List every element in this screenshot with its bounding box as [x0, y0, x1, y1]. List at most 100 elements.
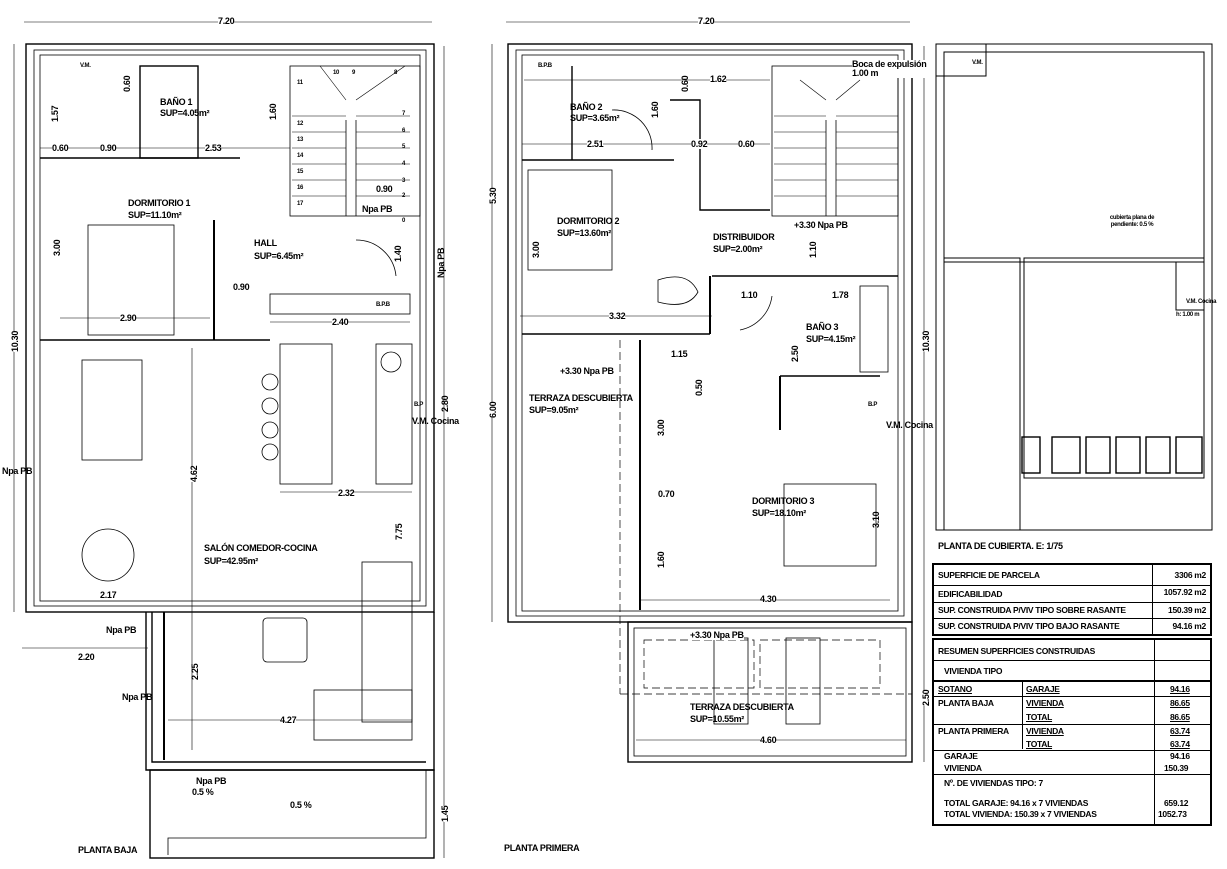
stair-step: 4: [402, 161, 406, 167]
dimension-label: 1.45: [440, 805, 450, 822]
dimension-label: 0.90: [233, 282, 250, 292]
dimension-label: 2.50: [921, 689, 931, 706]
room-area: SUP=9.05m²: [529, 405, 579, 415]
room-area: SUP=2.00m²: [713, 244, 763, 254]
row-use: TOTAL: [1026, 712, 1053, 722]
room-area: SUP=10.55m²: [690, 714, 744, 724]
row-use: GARAJE: [1026, 684, 1060, 694]
dimension-label: 1.60: [650, 101, 660, 118]
fixture-label: V.M.: [80, 63, 91, 69]
first-floor-title: PLANTA PRIMERA: [504, 843, 580, 853]
dimension-label: 3.00: [52, 239, 62, 256]
fixture-label: B.P.B: [538, 63, 552, 69]
dimension-label: 3.32: [609, 311, 626, 321]
dimension-label: 1.10: [741, 290, 758, 300]
level-annotation: Npa PB: [2, 466, 33, 476]
room-area: SUP=4.05m²: [160, 108, 210, 118]
table-row: EDIFICABILIDAD 1057.92 m2: [934, 585, 1210, 603]
dimension-label: 1.57: [50, 105, 60, 122]
dimension-label: 10.30: [10, 330, 20, 352]
dimension-label: 4.62: [189, 465, 199, 482]
level-annotation: Npa PB: [196, 776, 227, 786]
dimension-label: 0.70: [658, 489, 675, 499]
stair-step: 10: [333, 70, 340, 76]
dimension-label: 2.20: [78, 652, 95, 662]
table-row: SUP. CONSTRUIDA P/VIV TIPO BAJO RASANTE …: [934, 618, 1210, 634]
row-use: VIVIENDA: [1026, 698, 1064, 708]
dimension-label: 1.40: [393, 245, 403, 262]
stair-step: 9: [352, 70, 356, 76]
dimension-label: 2.25: [190, 663, 200, 680]
row-value: 150.39 m2: [1168, 605, 1206, 615]
stair-step: 7: [402, 111, 406, 117]
exhaust-annotation: Boca de expulsión 1.00 m: [852, 60, 934, 78]
dimension-label: 1.62: [710, 74, 727, 84]
row-value: 94.16: [1170, 751, 1190, 761]
level-annotation: Npa PB: [122, 692, 153, 702]
dimension-label: 0.60: [52, 143, 69, 153]
ground-floor-walls: [13, 21, 445, 859]
table-row: RESUMEN SUPERFICIES CONSTRUIDAS: [934, 640, 1210, 661]
slope-annotation: 0.5 %: [192, 787, 214, 797]
table-row: TOTAL 86.65: [934, 710, 1210, 725]
row-value: 86.65: [1170, 698, 1190, 708]
room-name: DORMITORIO 2: [557, 216, 620, 226]
dimension-label: 3.00: [656, 419, 666, 436]
dimension-label: 4.60: [760, 735, 777, 745]
dimension-label: 0.90: [376, 184, 393, 194]
dimension-label: 1.10: [808, 241, 818, 258]
room-area: SUP=13.60m²: [557, 228, 611, 238]
room-area: SUP=4.15m²: [806, 334, 856, 344]
dimension-label: 4.30: [760, 594, 777, 604]
table-heading: RESUMEN SUPERFICIES CONSTRUIDAS: [938, 646, 1095, 656]
dimension-label: 3.10: [871, 511, 881, 528]
fixture-label: B.P: [868, 402, 878, 408]
dimension-label: 7.20: [698, 16, 715, 26]
row-value: 150.39: [1164, 763, 1189, 773]
table-row: PLANTA BAJA VIVIENDA 86.65: [934, 696, 1210, 710]
dimension-label: 7.20: [218, 16, 235, 26]
room-area: SUP=18.10m²: [752, 508, 806, 518]
dimension-label: 0.92: [691, 139, 708, 149]
dimension-label: 1.60: [656, 551, 666, 568]
room-name: DORMITORIO 3: [752, 496, 815, 506]
row-value: 94.16: [1170, 684, 1190, 694]
dwelling-count: Nº. DE VIVIENDAS TIPO: 7: [944, 778, 1043, 788]
dimension-label: 3.00: [531, 241, 541, 258]
row-value: 86.65: [1170, 712, 1190, 722]
dimension-label: 2.90: [120, 313, 137, 323]
room-name: BAÑO 2: [570, 102, 603, 112]
stair-step: 8: [394, 70, 398, 76]
room-name: BAÑO 3: [806, 322, 839, 332]
stair-step: 11: [297, 80, 303, 86]
row-level: PLANTA PRIMERA: [938, 726, 1009, 736]
stair-step: 12: [297, 121, 304, 127]
dimension-label: 1.60: [268, 103, 278, 120]
dimension-label: 10.30: [921, 330, 931, 352]
table-row: TOTAL 63.74: [934, 738, 1210, 751]
table-row: Nº. DE VIVIENDAS TIPO: 7 TOTAL GARAJE: 9…: [934, 774, 1210, 824]
dimension-label: 1.15: [671, 349, 688, 359]
row-value: 63.74: [1170, 739, 1190, 749]
row-value: 3306 m2: [1174, 570, 1207, 580]
row-label: SUP. CONSTRUIDA P/VIV TIPO SOBRE RASANTE: [938, 605, 1126, 615]
fixture-label: V.M. Cocina: [886, 420, 933, 430]
built-area-summary-table: RESUMEN SUPERFICIES CONSTRUIDAS VIVIENDA…: [932, 638, 1212, 826]
room-area: SUP=3.65m²: [570, 113, 620, 123]
table-row: GARAJE 94.16 VIVIENDA 150.39: [934, 750, 1210, 775]
roof-label: V.M.: [972, 60, 983, 66]
dimension-label: 0.50: [694, 379, 704, 396]
dimension-label: 2.53: [205, 143, 222, 153]
room-name: BAÑO 1: [160, 97, 193, 107]
row-label: TOTAL VIVIENDA: 150.39 x 7 VIVIENDAS: [944, 809, 1097, 819]
roof-plan-title: PLANTA DE CUBIERTA. E: 1/75: [938, 541, 1063, 551]
fixture-label: B.P.B: [376, 302, 390, 308]
row-value: 63.74: [1170, 726, 1190, 736]
dimension-label: 1.78: [832, 290, 849, 300]
level-annotation: +3.30 Npa PB: [690, 630, 744, 640]
dimension-label: 2.40: [332, 317, 349, 327]
roof-label: h: 1.00 m: [1176, 312, 1200, 318]
room-area: SUP=6.45m²: [254, 251, 304, 261]
dimension-label: 0.60: [122, 75, 132, 92]
